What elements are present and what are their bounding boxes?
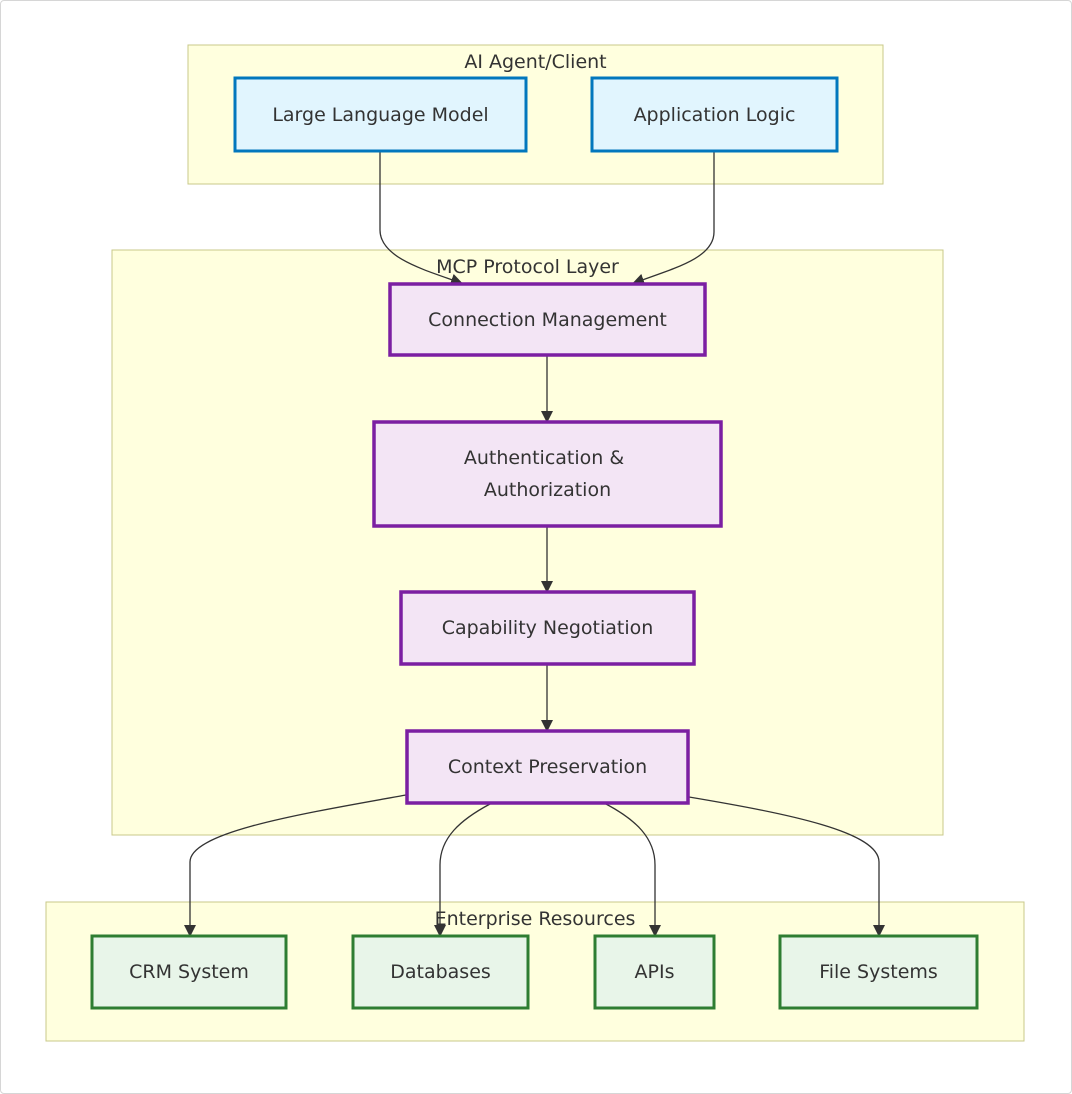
edge-context-to-crm (184, 794, 407, 937)
node-authentication-authorization[interactable]: Authentication & Authorization (372, 420, 723, 528)
node-databases[interactable]: Databases (351, 934, 530, 1010)
node-file-systems-box[interactable] (778, 934, 979, 1010)
node-capability-negotiation-box[interactable] (399, 590, 696, 666)
node-connection-management-label: Connection Management (428, 309, 667, 331)
edge-context-to-file-systems (688, 796, 885, 937)
node-application-logic-label: Application Logic (634, 104, 796, 126)
edges (184, 152, 885, 937)
edge-context-to-databases (434, 803, 491, 937)
node-large-language-model-label: Large Language Model (272, 104, 488, 126)
node-application-logic[interactable]: Application Logic (590, 76, 839, 153)
cluster-enterprise-resources-label: Enterprise Resources (435, 908, 636, 930)
node-large-language-model[interactable]: Large Language Model (233, 76, 528, 153)
node-crm-system-label: CRM System (129, 961, 249, 983)
node-authentication-authorization-box[interactable] (372, 420, 723, 528)
node-context-preservation-box[interactable] (405, 729, 690, 805)
node-file-systems[interactable]: File Systems (778, 934, 979, 1010)
node-capability-negotiation[interactable]: Capability Negotiation (399, 590, 696, 666)
edge-llm-to-connection (379, 152, 463, 286)
node-databases-label: Databases (390, 961, 491, 983)
node-databases-box[interactable] (351, 934, 530, 1010)
node-capability-negotiation-label: Capability Negotiation (442, 617, 654, 639)
node-context-preservation[interactable]: Context Preservation (405, 729, 690, 805)
node-crm-system-box[interactable] (90, 934, 288, 1010)
node-connection-management-box[interactable] (388, 282, 707, 357)
node-large-language-model-box[interactable] (233, 76, 528, 153)
node-crm-system[interactable]: CRM System (90, 934, 288, 1010)
node-apis[interactable]: APIs (593, 934, 716, 1010)
node-apis-label: APIs (635, 961, 675, 983)
node-apis-box[interactable] (593, 934, 716, 1010)
cluster-mcp-protocol-layer-label: MCP Protocol Layer (436, 256, 619, 278)
edge-context-to-apis (605, 803, 661, 937)
cluster-ai-agent-client-label: AI Agent/Client (464, 51, 606, 73)
node-authentication-authorization-label-line1: Authentication & (464, 447, 625, 469)
edge-app-logic-to-connection (632, 152, 715, 286)
node-connection-management[interactable]: Connection Management (388, 282, 707, 357)
node-context-preservation-label: Context Preservation (448, 756, 647, 778)
node-authentication-authorization-label-line2: Authorization (484, 479, 611, 501)
node-application-logic-box[interactable] (590, 76, 839, 153)
node-file-systems-label: File Systems (819, 961, 938, 983)
